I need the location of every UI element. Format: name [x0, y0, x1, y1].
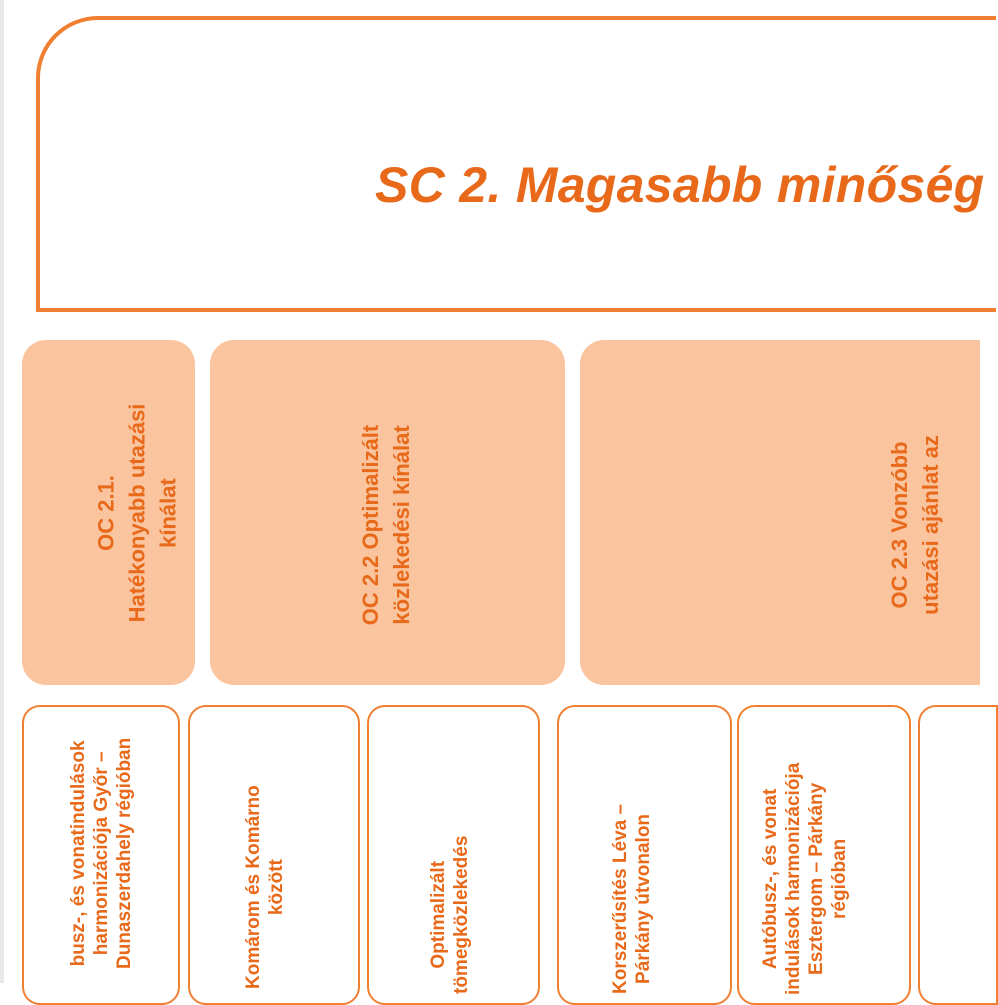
oc-box-2-1: OC 2.1. Hatékonyabb utazási kínálat	[22, 340, 195, 685]
activity-3-line-1: Optimalizált	[428, 860, 449, 969]
oc-2-3-line-2: utazási ajánlat az	[918, 435, 943, 615]
activity-1-line-1: busz-, és vonatindulások	[68, 740, 89, 967]
oc-2-1-line-3: kínálat	[155, 477, 181, 548]
activity-box-6	[918, 705, 998, 1005]
activity-1-label: busz-, és vonatindulások harmonizációja …	[67, 738, 135, 969]
oc-2-2-line-2: közlekedési kínálat	[389, 425, 414, 625]
page-left-edge	[0, 0, 4, 983]
activity-box-3: Optimalizált tömegközlekedés	[367, 705, 540, 1005]
activity-4-label: Korszerűsítés Léva – Párkány útvonalon	[609, 804, 654, 994]
oc-box-2-2: OC 2.2 Optimalizált közlekedési kínálat	[210, 340, 565, 685]
activity-3-label: Optimalizált tömegközlekedés	[427, 836, 472, 994]
oc-2-3-line-1: OC 2.3 Vonzóbb	[887, 441, 912, 609]
activity-2-label: Komárom és Komárno között	[242, 785, 287, 989]
activity-box-2: Komárom és Komárno között	[188, 705, 360, 1005]
activity-5-line-4: régióban	[829, 838, 850, 919]
activity-5-line-3: Esztergom – Párkány	[806, 782, 827, 975]
sc-title: SC 2. Magasabb minőség	[375, 157, 985, 213]
activity-1-line-2: harmonizációja Győr –	[91, 751, 112, 956]
activity-5-label: Autóbusz-, és vonat indulások harmonizác…	[759, 763, 850, 995]
activity-box-5: Autóbusz-, és vonat indulások harmonizác…	[737, 705, 911, 1005]
sc-header-box: SC 2. Magasabb minőség	[36, 16, 996, 312]
activity-1-line-3: Dunaszerdahely régióban	[114, 737, 135, 969]
oc-box-2-1-label: OC 2.1. Hatékonyabb utazási kínálat	[91, 403, 184, 622]
activity-box-4: Korszerűsítés Léva – Párkány útvonalon	[557, 705, 732, 1005]
oc-box-2-3: OC 2.3 Vonzóbb utazási ajánlat az	[580, 340, 980, 685]
activity-2-line-2: között	[266, 859, 287, 916]
activity-5-line-1: Autóbusz-, és vonat	[760, 788, 781, 970]
oc-2-1-line-2: Hatékonyabb utazási	[124, 403, 150, 622]
activity-box-1: busz-, és vonatindulások harmonizációja …	[22, 705, 180, 1005]
activity-3-line-2: tömegközlekedés	[451, 835, 472, 994]
oc-2-1-line-1: OC 2.1.	[93, 474, 119, 551]
activity-4-line-1: Korszerűsítés Léva –	[610, 803, 631, 994]
activity-5-line-2: indulások harmonizációja	[783, 762, 804, 995]
activity-2-line-1: Komárom és Komárno	[243, 785, 264, 989]
oc-box-2-2-label: OC 2.2 Optimalizált közlekedési kínálat	[355, 425, 417, 626]
oc-box-2-3-label: OC 2.3 Vonzóbb utazási ajánlat az	[884, 435, 946, 615]
activity-4-line-2: Párkány útvonalon	[633, 813, 654, 984]
oc-2-2-line-1: OC 2.2 Optimalizált	[358, 424, 383, 626]
